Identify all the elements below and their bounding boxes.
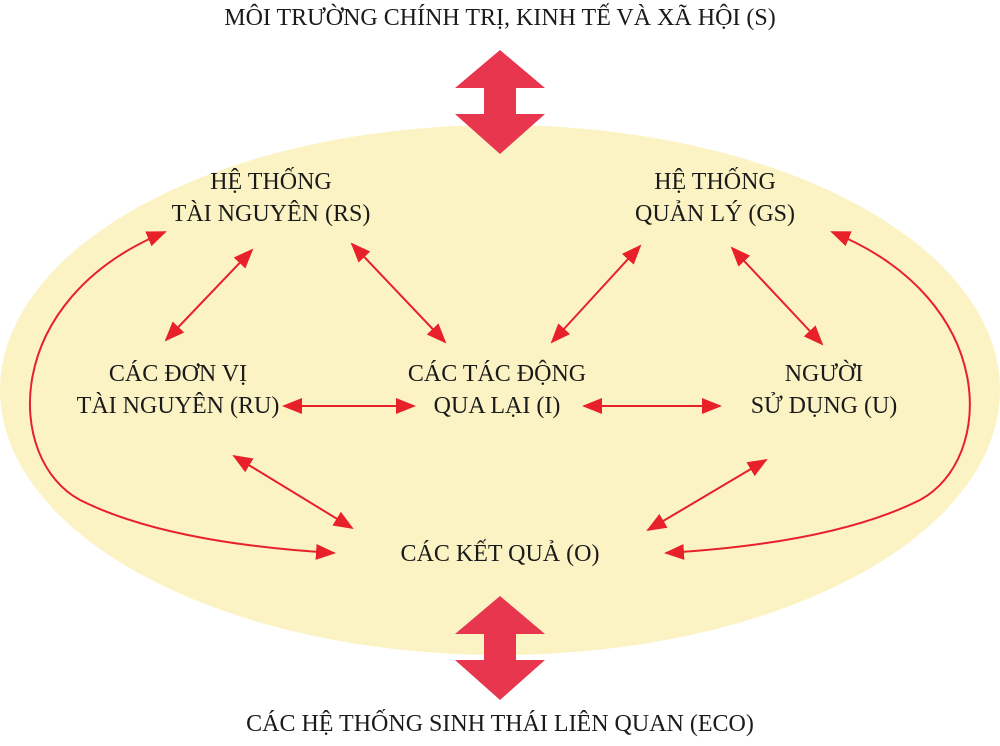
node-interactions: CÁC TÁC ĐỘNG QUA LẠI (I) <box>407 361 587 419</box>
header-label: MÔI TRƯỜNG CHÍNH TRỊ, KINH TẾ VÀ XÃ HỘI … <box>224 5 776 31</box>
node-users: NGƯỜI SỬ DỤNG (U) <box>750 361 898 419</box>
node-governance-system: HỆ THỐNG QUẢN LÝ (GS) <box>635 169 795 227</box>
node-resource-units: CÁC ĐƠN VỊ TÀI NGUYÊN (RU) <box>76 361 280 419</box>
arrow-rs-o-curve <box>29 231 336 560</box>
big-arrow-bottom <box>455 596 545 700</box>
big-arrow-top <box>455 50 545 154</box>
arrow-gs-i <box>550 244 642 344</box>
node-resource-system: HỆ THỐNG TÀI NGUYÊN (RS) <box>171 169 371 227</box>
arrow-gs-o-curve <box>664 231 971 560</box>
arrow-rs-i <box>350 242 447 344</box>
footer-label: CÁC HỆ THỐNG SINH THÁI LIÊN QUAN (ECO) <box>246 711 754 737</box>
node-outcomes: CÁC KẾT QUẢ (O) <box>400 541 600 567</box>
